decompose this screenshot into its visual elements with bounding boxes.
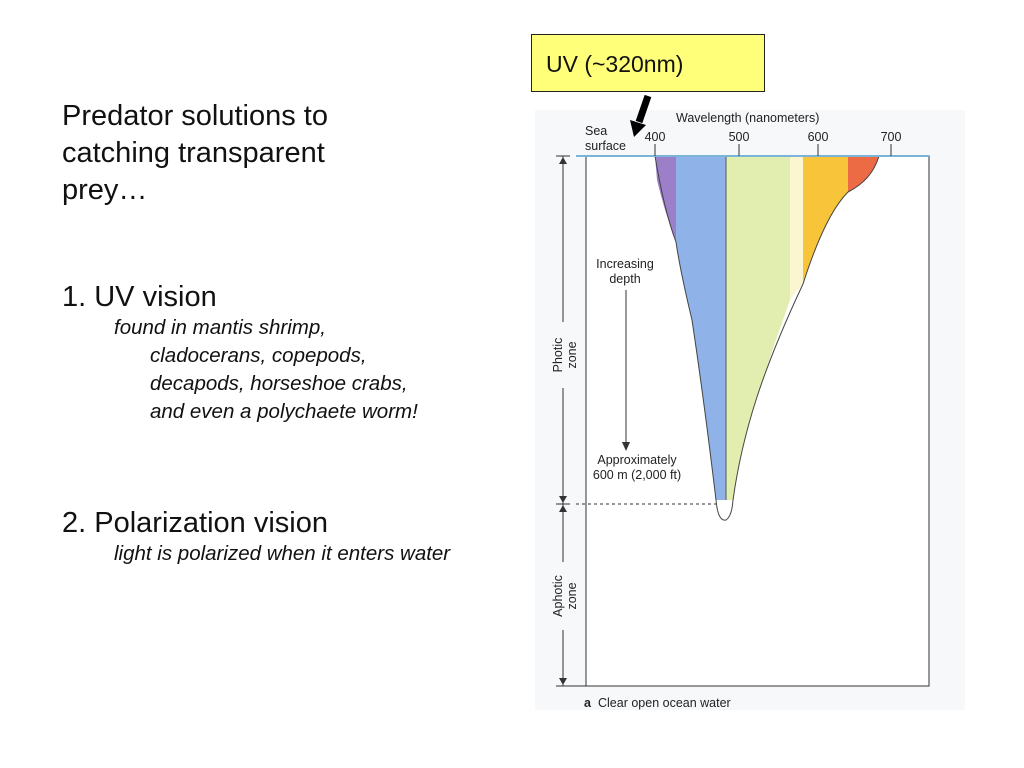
point-body-uv: found in mantis shrimp, cladocerans, cop… <box>114 314 502 426</box>
axis-title: Wavelength (nanometers) <box>676 111 819 125</box>
point-polarization-vision: 2. Polarization vision light is polarize… <box>62 506 502 568</box>
photic-arrow-down <box>559 496 567 503</box>
aphotic-arrow-up <box>559 505 567 512</box>
sea-surface-label-1: Sea <box>585 124 607 138</box>
sea-surface-label-2: surface <box>585 139 626 153</box>
uv-callout-box: UV (~320nm) <box>531 34 765 92</box>
aphotic-label-2: zone <box>565 582 579 609</box>
caption-text: Clear open ocean water <box>598 696 731 710</box>
depth-label-1: Approximately <box>597 453 677 467</box>
callout-arrow-head <box>630 120 646 137</box>
aphotic-label-1: Aphotic <box>551 575 565 617</box>
band-red <box>848 156 879 192</box>
increasing-depth-label-2: depth <box>609 272 640 286</box>
band-outline <box>654 155 880 521</box>
tick-label-500: 500 <box>729 130 750 144</box>
point-body-polarization: light is polarized when it enters water <box>114 542 451 565</box>
aphotic-arrow-down <box>559 678 567 685</box>
depth-arrow-head <box>622 442 630 451</box>
band-cream <box>790 156 803 300</box>
uv-line-1: found in mantis shrimp, <box>114 316 326 339</box>
slide-title: Predator solutions to catching transpare… <box>62 100 328 206</box>
band-blue <box>676 156 726 500</box>
photic-arrow-up <box>559 157 567 164</box>
band-yellow <box>803 156 848 284</box>
photic-label-1: Photic <box>551 338 565 373</box>
uv-line-2: cladocerans, copepods, <box>150 344 367 367</box>
point-uv-vision: 1. UV vision found in mantis shrimp, cla… <box>62 280 502 426</box>
point-heading-polarization: 2. Polarization vision <box>62 507 328 539</box>
tick-label-400: 400 <box>645 130 666 144</box>
uv-line-3: decapods, horseshoe crabs, <box>150 372 408 395</box>
band-violet <box>655 156 676 242</box>
tick-label-700: 700 <box>881 130 902 144</box>
point-heading-uv: 1. UV vision <box>62 281 217 313</box>
increasing-depth-label-1: Increasing <box>596 257 654 271</box>
tick-label-600: 600 <box>808 130 829 144</box>
caption-letter: a <box>584 696 592 710</box>
photic-label-2: zone <box>565 341 579 368</box>
depth-label-2: 600 m (2,000 ft) <box>593 468 681 482</box>
uv-line-4: and even a polychaete worm! <box>150 400 418 423</box>
callout-arrow-shaft <box>635 94 652 124</box>
band-green <box>726 156 790 500</box>
